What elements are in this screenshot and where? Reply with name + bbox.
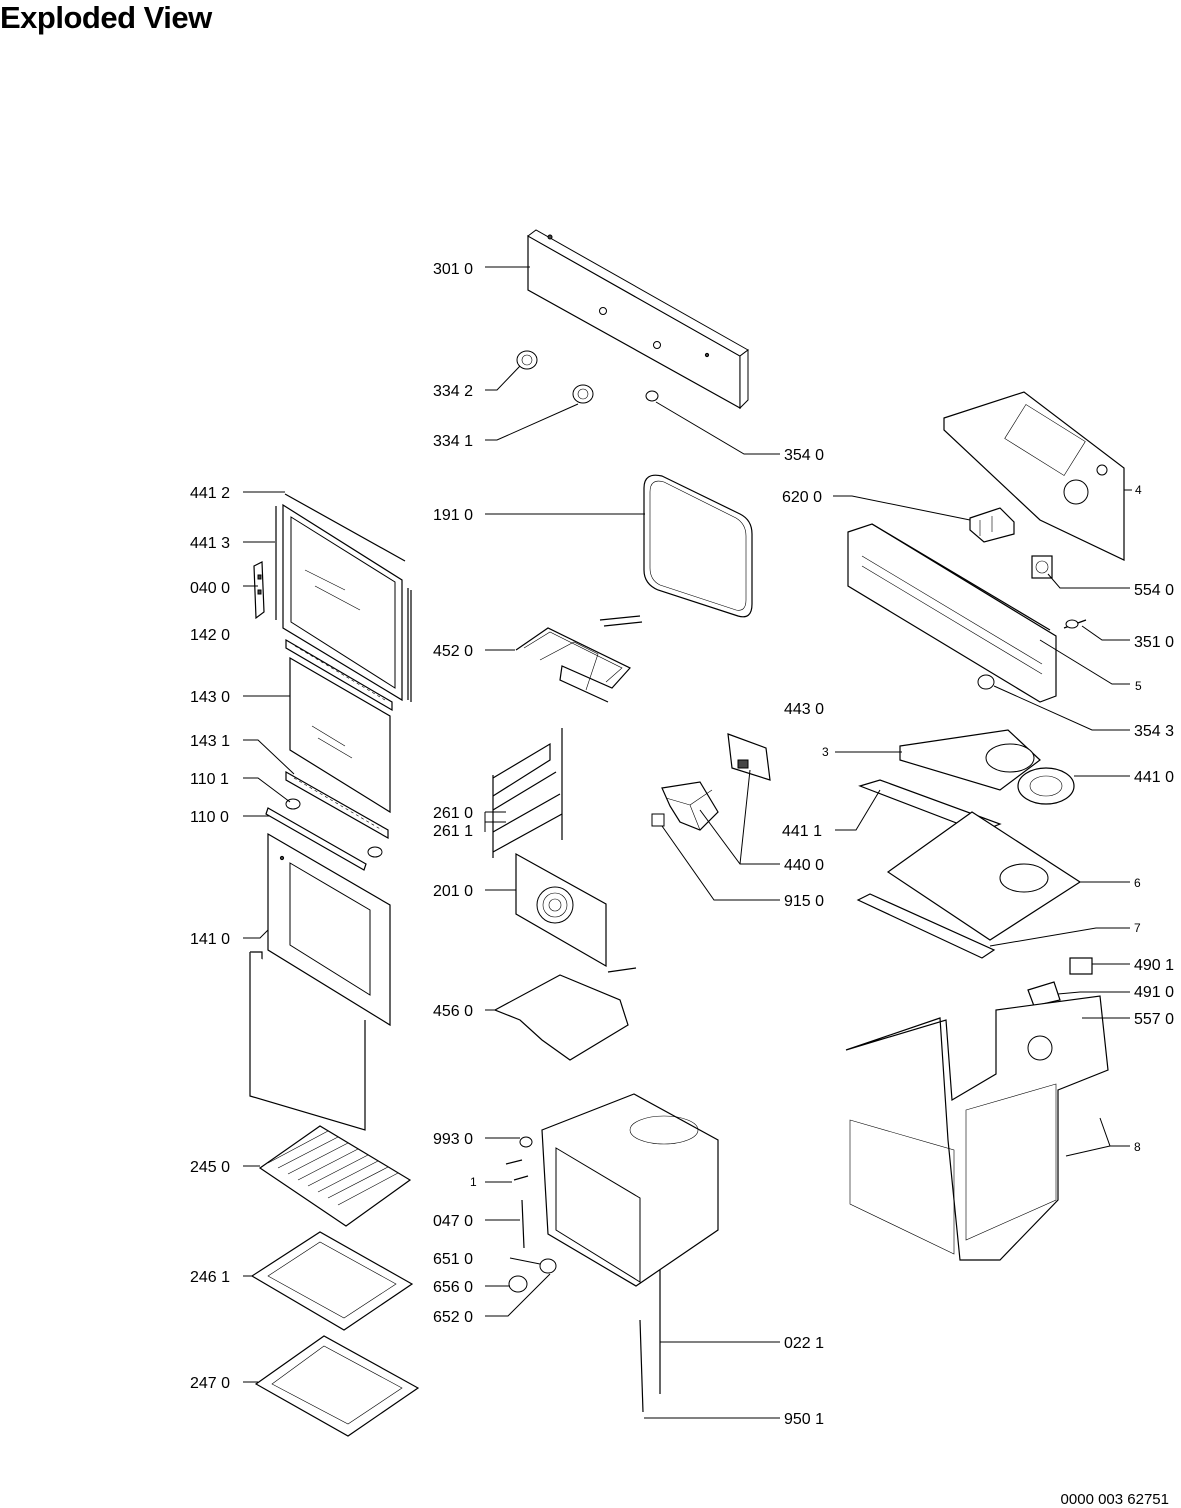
label-915-0: 915 0 <box>784 893 824 910</box>
label-247-0: 247 0 <box>190 1375 230 1392</box>
label-440-0: 440 0 <box>784 857 824 874</box>
label-040-0: 040 0 <box>190 580 230 597</box>
part-cooling-fan <box>1017 767 1075 805</box>
label-334-1: 334 1 <box>433 433 473 450</box>
part-front-trim <box>856 893 996 959</box>
part-shelf-rails <box>492 728 563 858</box>
label-351-0: 351 0 <box>1134 634 1174 651</box>
part-door-glass <box>289 656 391 814</box>
label-301-0: 301 0 <box>433 261 473 278</box>
part-top-plate <box>858 729 1041 833</box>
label-441-2: 441 2 <box>190 485 230 502</box>
label-246-1: 246 1 <box>190 1269 230 1286</box>
label-652-0: 652 0 <box>433 1309 473 1326</box>
part-thermostat-probe <box>1063 619 1087 629</box>
part-fan-clip <box>651 813 665 827</box>
label-7: 7 <box>1134 921 1141 935</box>
label-1: 1 <box>470 1175 477 1189</box>
part-screw-set <box>505 1136 533 1181</box>
label-557-0: 557 0 <box>1134 1011 1174 1028</box>
part-door-inner-frame <box>275 493 412 702</box>
label-4: 4 <box>1135 483 1142 497</box>
label-8: 8 <box>1134 1140 1141 1154</box>
label-441-0: 441 0 <box>1134 769 1174 786</box>
label-354-0: 354 0 <box>784 447 824 464</box>
part-labels: 301 0 334 2 334 1 354 0 441 2 441 3 040 … <box>190 261 1174 1428</box>
part-deep-tray <box>254 1335 420 1437</box>
label-201-0: 201 0 <box>433 883 473 900</box>
label-047-0: 047 0 <box>433 1213 473 1230</box>
part-grill-element <box>515 615 643 703</box>
document-number: 0000 003 62751 <box>1060 1491 1169 1508</box>
label-452-0: 452 0 <box>433 643 473 660</box>
part-oven-housing <box>845 995 1109 1261</box>
leader-lines <box>243 266 1132 1419</box>
label-142-0: 142 0 <box>190 627 230 644</box>
part-fan-cover <box>515 852 607 968</box>
label-022-1: 022 1 <box>784 1335 824 1352</box>
part-vertical-strip <box>639 1319 644 1413</box>
part-lamp-bar <box>521 1199 525 1249</box>
part-lower-element <box>493 967 637 1061</box>
part-fan-motor <box>727 733 771 781</box>
part-knob-large <box>516 350 538 370</box>
part-vent-strip-top <box>285 638 393 712</box>
label-143-0: 143 0 <box>190 689 230 706</box>
label-3: 3 <box>822 745 829 759</box>
part-lamp-assembly <box>508 1258 557 1293</box>
part-cooling-motor <box>1031 555 1053 579</box>
part-baking-tray <box>250 1231 414 1331</box>
label-456-0: 456 0 <box>433 1003 473 1020</box>
label-110-1: 110 1 <box>190 771 229 788</box>
label-334-2: 334 2 <box>433 383 473 400</box>
label-491-0: 491 0 <box>1134 984 1174 1001</box>
label-110-0: 110 0 <box>190 809 229 826</box>
label-441-1: 441 1 <box>782 823 822 840</box>
part-terminal-block <box>969 507 1015 543</box>
part-glass-strip <box>285 770 389 840</box>
label-554-0: 554 0 <box>1134 582 1174 599</box>
label-261-1: 261 1 <box>433 823 473 840</box>
label-620-0: 620 0 <box>782 489 822 506</box>
part-lamp-cover <box>977 674 995 690</box>
label-191-0: 191 0 <box>433 507 473 524</box>
label-6: 6 <box>1134 876 1141 890</box>
label-651-0: 651 0 <box>433 1251 473 1268</box>
part-control-panel <box>527 229 749 410</box>
part-wire-shelf <box>258 1125 412 1227</box>
label-143-1: 143 1 <box>190 733 230 750</box>
part-oven-cavity <box>541 1093 719 1287</box>
label-354-3: 354 3 <box>1134 723 1174 740</box>
label-993-0: 993 0 <box>433 1131 473 1148</box>
part-fan-blade <box>661 781 719 831</box>
label-5: 5 <box>1135 679 1142 693</box>
part-door-handle <box>265 807 367 871</box>
part-switch <box>1069 957 1093 975</box>
label-490-1: 490 1 <box>1134 957 1174 974</box>
label-141-0: 141 0 <box>190 931 230 948</box>
part-door-lower-frame <box>249 951 366 1131</box>
part-knob-insert <box>645 390 659 402</box>
part-door-gasket <box>643 474 753 618</box>
label-441-3: 441 3 <box>190 535 230 552</box>
page-title: Exploded View <box>0 0 212 35</box>
label-656-0: 656 0 <box>433 1279 473 1296</box>
part-back-cover <box>943 391 1125 561</box>
label-950-1: 950 1 <box>784 1411 824 1428</box>
part-outer-door <box>267 832 391 1027</box>
label-261-0: 261 0 <box>433 805 473 822</box>
part-connector <box>1027 981 1061 1007</box>
part-door-hinge <box>253 561 265 620</box>
label-245-0: 245 0 <box>190 1159 230 1176</box>
part-panel-frame <box>847 523 1057 703</box>
label-443-0: 443 0 <box>784 701 824 718</box>
part-knob-small <box>572 384 594 404</box>
